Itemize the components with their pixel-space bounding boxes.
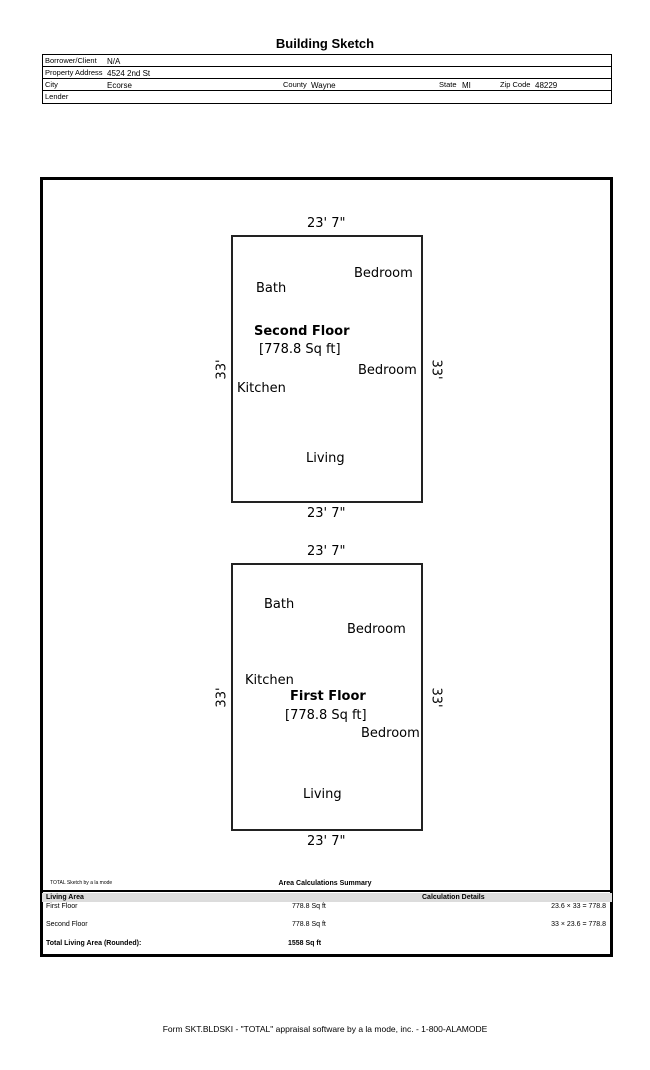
room-label: Kitchen	[237, 381, 286, 396]
first-floor-dim-left: 33'	[214, 687, 230, 708]
total-label: Total Living Area (Rounded):	[46, 940, 142, 947]
living-area-header: Living Area	[46, 894, 84, 901]
room-label: Living	[303, 787, 342, 802]
first-floor-outline	[231, 563, 423, 831]
first-floor-dim-top: 23' 7"	[307, 544, 346, 559]
room-label: Bath	[256, 281, 287, 296]
summary-row-name: Second Floor	[46, 921, 88, 928]
state-label: State	[439, 80, 457, 89]
page-title: Building Sketch	[275, 36, 375, 51]
address-label: Property Address	[45, 68, 103, 77]
room-label: Bath	[264, 597, 295, 612]
property-info-table: Borrower/Client N/A Property Address 452…	[42, 54, 612, 104]
room-label: Kitchen	[245, 673, 294, 688]
county-value: Wayne	[311, 81, 336, 90]
calc-details-header: Calculation Details	[422, 894, 485, 901]
second-floor-dim-top: 23' 7"	[307, 216, 346, 231]
summary-row-calc: 23.6 × 33 = 778.8	[551, 903, 606, 910]
city-row: City Ecorse County Wayne State MI Zip Co…	[43, 79, 611, 91]
address-value: 4524 2nd St	[107, 69, 151, 78]
room-label: Living	[306, 451, 345, 466]
first-floor-name: First Floor	[290, 689, 366, 704]
borrower-row: Borrower/Client N/A	[43, 55, 611, 67]
first-floor-area: [778.8 Sq ft]	[285, 708, 367, 723]
second-floor-dim-left: 33'	[214, 359, 230, 380]
room-label: Bedroom	[354, 266, 413, 281]
state-value: MI	[462, 81, 471, 90]
first-floor-dim-right: 33'	[428, 687, 444, 708]
summary-header: Living Area Calculation Details	[42, 893, 612, 902]
sketch-frame	[40, 177, 613, 957]
city-label: City	[45, 80, 58, 89]
second-floor-dim-right: 33'	[428, 359, 444, 380]
first-floor-dim-bottom: 23' 7"	[307, 834, 346, 849]
room-label: Bedroom	[358, 363, 417, 378]
lender-row: Lender	[43, 91, 611, 103]
summary-row-name: First Floor	[46, 903, 78, 910]
second-floor-outline	[231, 235, 423, 503]
zip-value: 48229	[535, 81, 558, 90]
address-row: Property Address 4524 2nd St	[43, 67, 611, 79]
sketch-credit: TOTAL Sketch by a la mode	[50, 880, 113, 886]
borrower-value: N/A	[107, 57, 121, 66]
county-label: County	[283, 80, 307, 89]
room-label: Bedroom	[347, 622, 406, 637]
summary-row: Second Floor 778.8 Sq ft 33 × 23.6 = 778…	[42, 921, 612, 931]
summary-row: First Floor 778.8 Sq ft 23.6 × 33 = 778.…	[42, 903, 612, 913]
summary-total-row: Total Living Area (Rounded): 1558 Sq ft	[42, 940, 612, 950]
form-footer: Form SKT.BLDSKI - "TOTAL" appraisal soft…	[162, 1024, 488, 1034]
second-floor-name: Second Floor	[254, 324, 350, 339]
summary-row-calc: 33 × 23.6 = 778.8	[551, 921, 606, 928]
total-value: 1558 Sq ft	[288, 940, 322, 947]
second-floor-dim-bottom: 23' 7"	[307, 506, 346, 521]
summary-title: Area Calculations Summary	[278, 880, 372, 887]
borrower-label: Borrower/Client	[45, 56, 97, 65]
summary-row-area: 778.8 Sq ft	[292, 921, 326, 928]
city-value: Ecorse	[107, 81, 132, 90]
second-floor-area: [778.8 Sq ft]	[259, 342, 341, 357]
lender-label: Lender	[45, 92, 69, 101]
summary-row-area: 778.8 Sq ft	[292, 903, 326, 910]
zip-label: Zip Code	[500, 80, 531, 89]
room-label: Bedroom	[361, 726, 420, 741]
summary-divider	[42, 890, 612, 892]
